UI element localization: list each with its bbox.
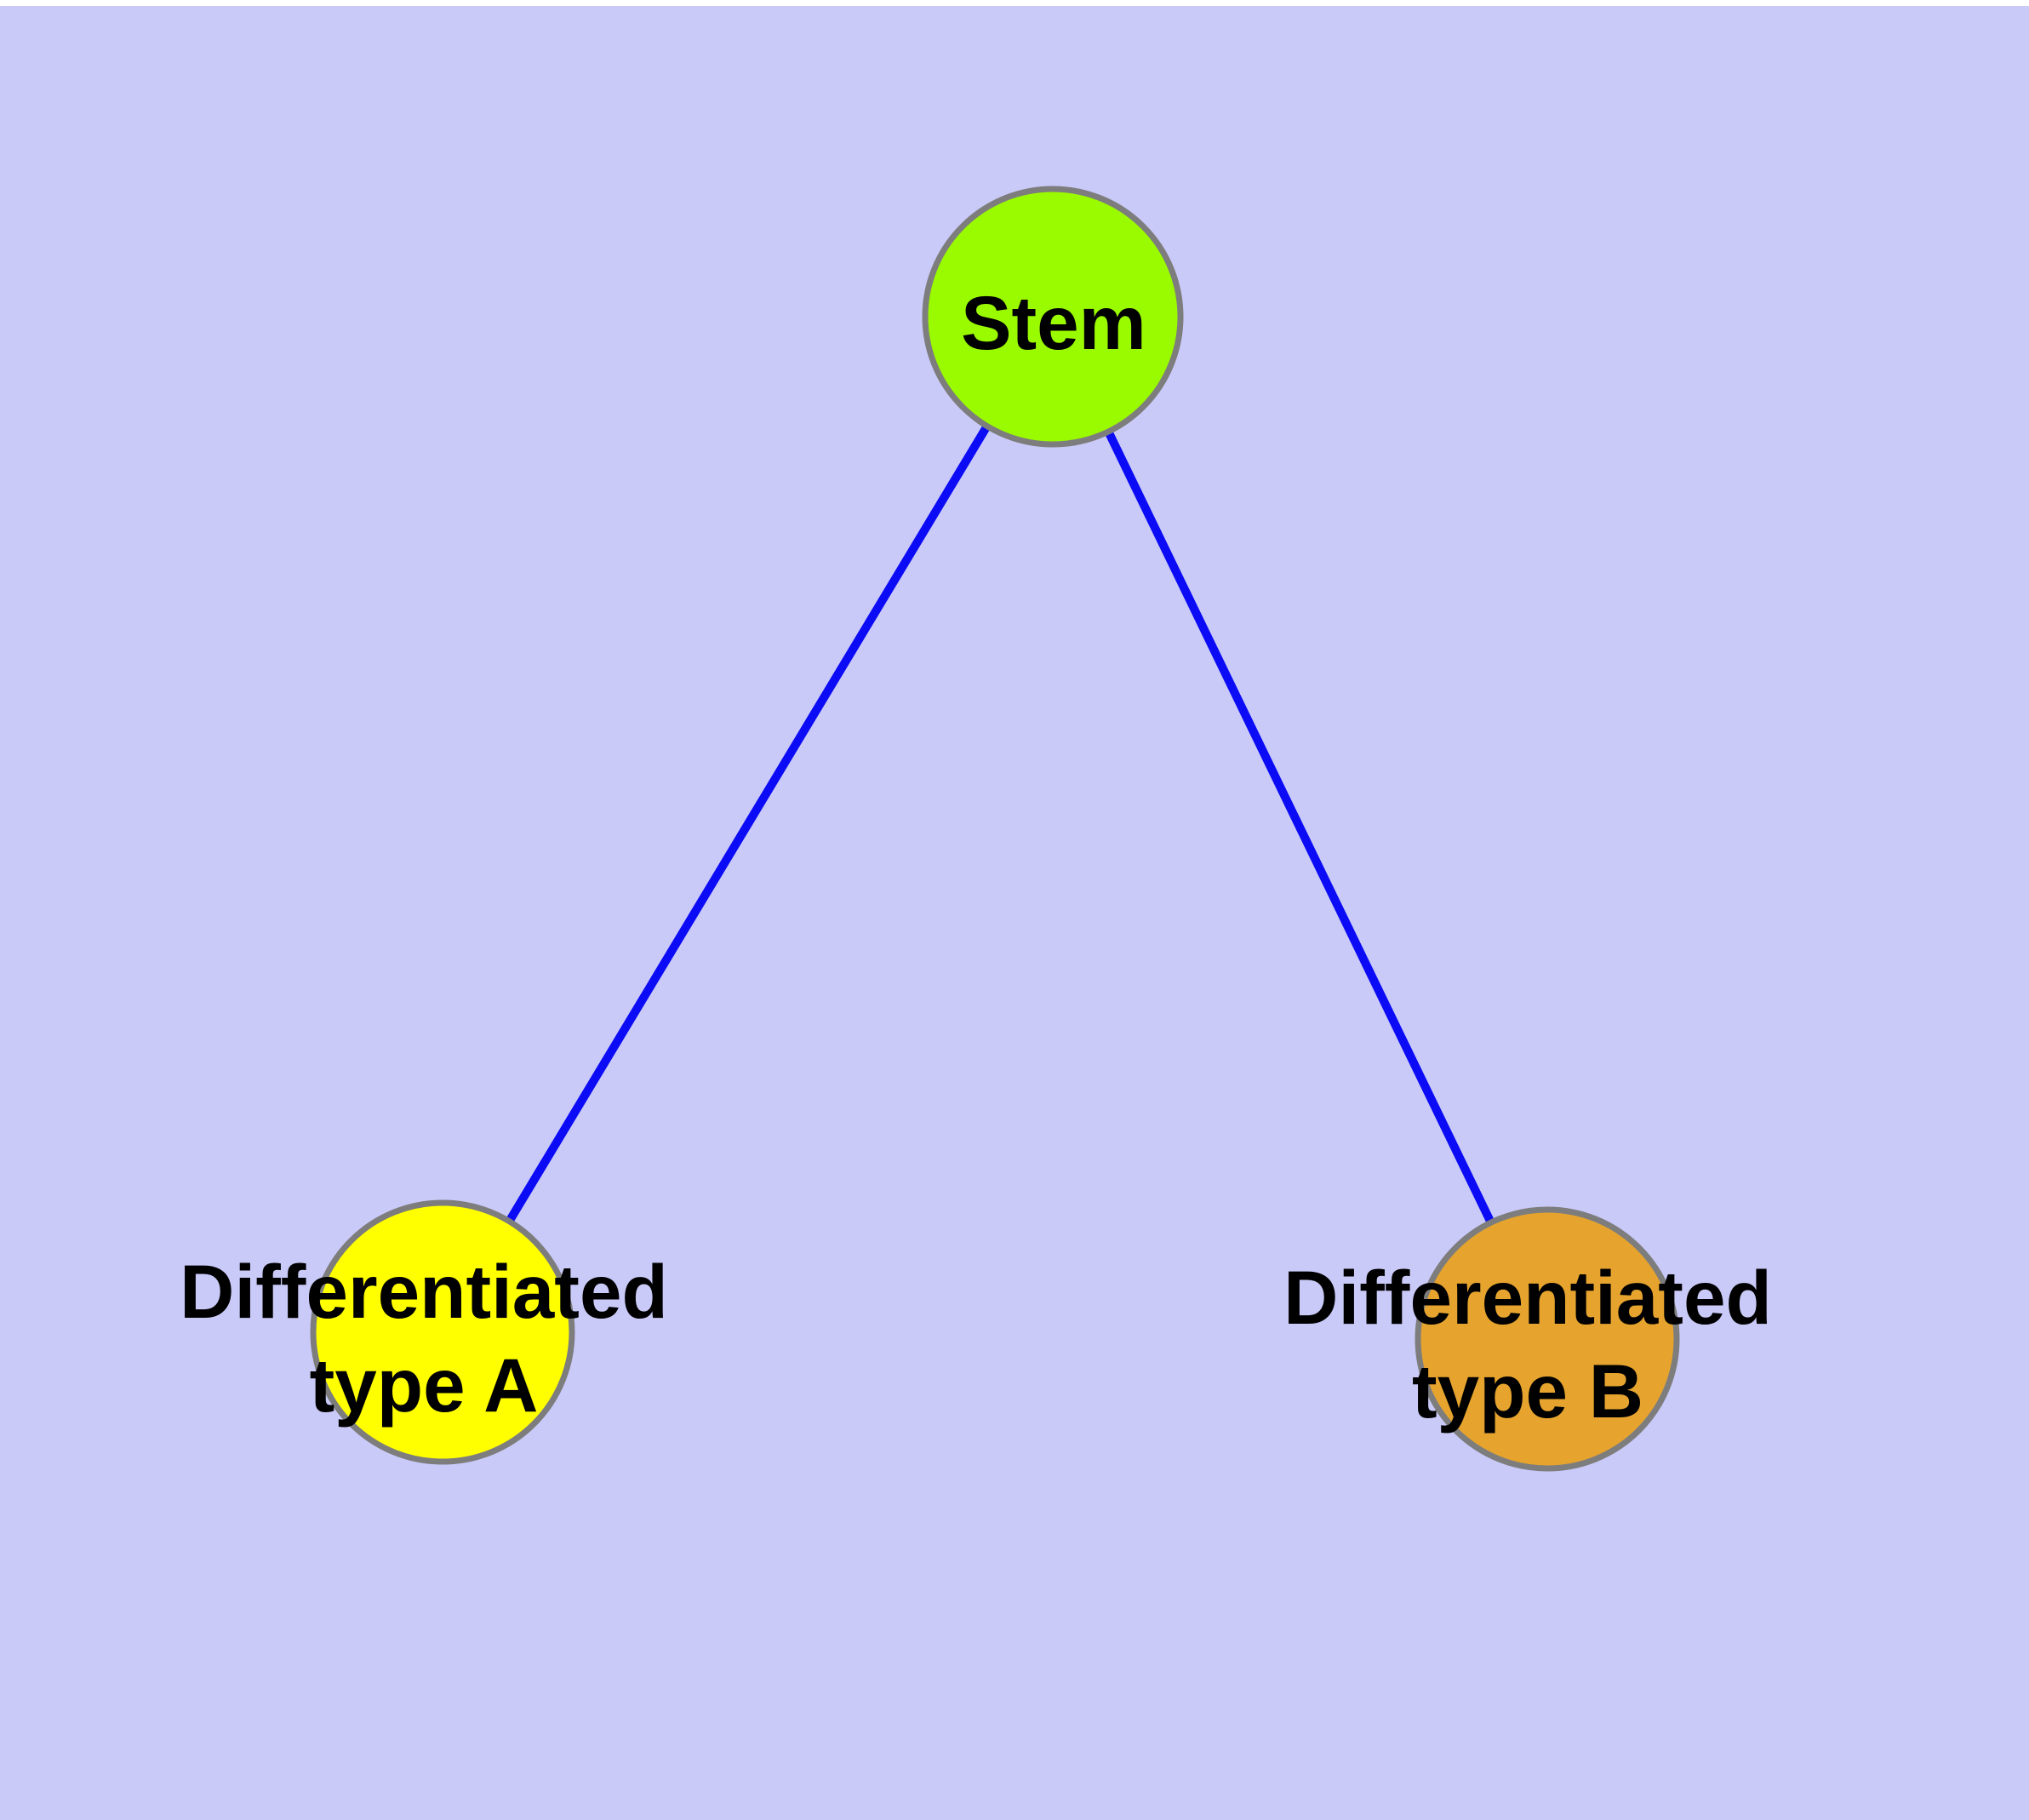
edge-stem-to-type-a[interactable]	[438, 314, 1057, 1335]
stem-node[interactable]	[922, 186, 1184, 448]
differentiated-type-a-node[interactable]	[310, 1199, 575, 1465]
edge-stem-to-type-b[interactable]	[1049, 314, 1552, 1342]
type-b-label-line1: Differentiated	[1283, 1255, 1772, 1340]
type-b-label-line2: type B	[1412, 1348, 1643, 1434]
type-a-label-line1: Differentiated	[180, 1249, 668, 1334]
type-a-label-line2: type A	[310, 1342, 539, 1428]
differentiated-type-b-node[interactable]	[1415, 1206, 1680, 1472]
stem-node-label: Stem	[961, 280, 1146, 365]
